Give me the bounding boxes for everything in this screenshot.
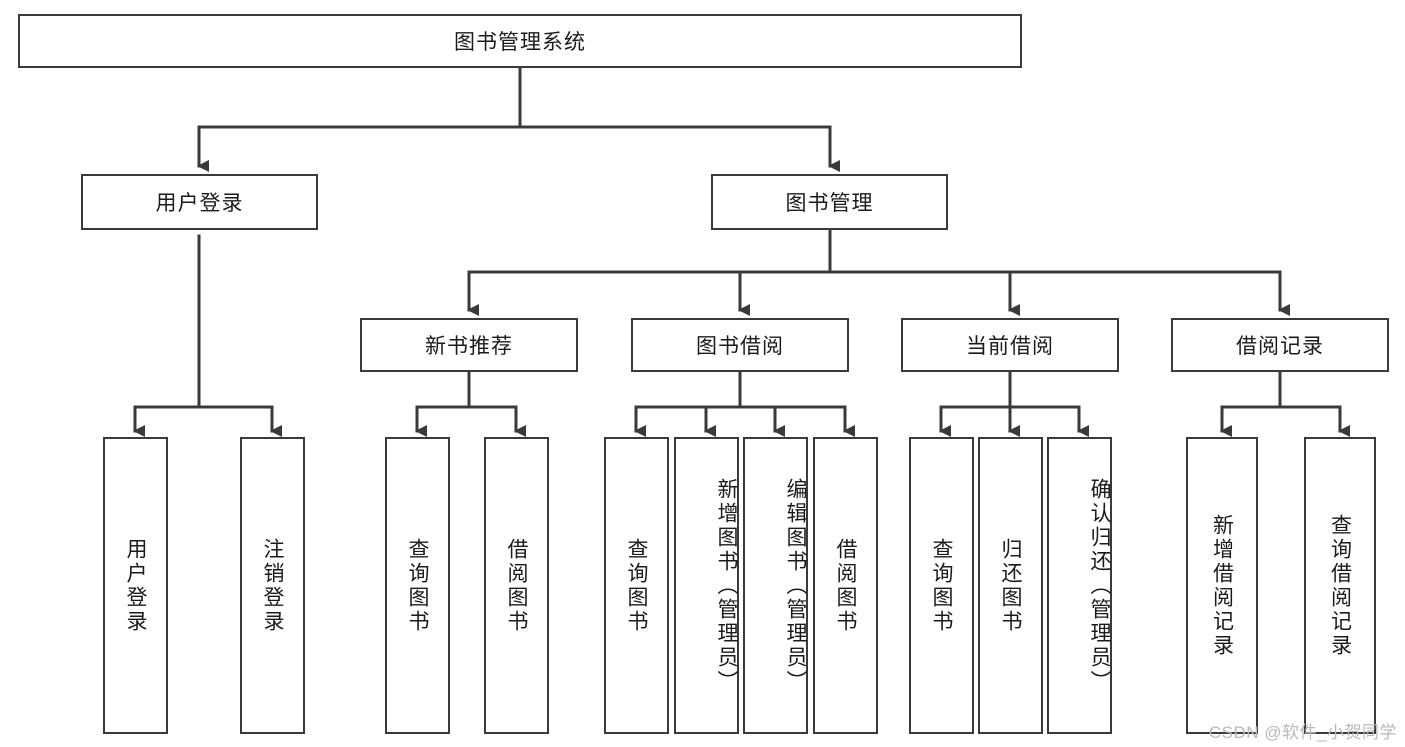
- node-borrow-record[interactable]: 借阅记录: [1171, 318, 1389, 372]
- leaf-user-login-signin[interactable]: 用户登录: [103, 437, 168, 734]
- leaf-current-query-book[interactable]: 查询图书: [909, 437, 974, 734]
- leaf-current-return-book[interactable]: 归还图书: [978, 437, 1043, 734]
- leaf-borrow-query-book[interactable]: 查询图书: [604, 437, 669, 734]
- leaf-new-book-query[interactable]: 查询图书: [385, 437, 450, 734]
- leaf-record-query-record[interactable]: 查询借阅记录: [1304, 437, 1376, 734]
- leaf-borrow-borrow-book[interactable]: 借阅图书: [813, 437, 878, 734]
- leaf-borrow-edit-book[interactable]: 编辑图书（管理员）: [743, 437, 808, 734]
- leaf-user-login-signout[interactable]: 注销登录: [240, 437, 305, 734]
- leaf-borrow-add-book[interactable]: 新增图书（管理员）: [674, 437, 739, 734]
- node-new-book-recommend[interactable]: 新书推荐: [360, 318, 578, 372]
- node-root-system[interactable]: 图书管理系统: [18, 14, 1022, 68]
- node-user-login[interactable]: 用户登录: [81, 174, 318, 230]
- leaf-new-book-borrow[interactable]: 借阅图书: [484, 437, 549, 734]
- node-current-borrow[interactable]: 当前借阅: [901, 318, 1119, 372]
- leaf-record-add-record[interactable]: 新增借阅记录: [1186, 437, 1258, 734]
- node-book-management[interactable]: 图书管理: [711, 174, 948, 230]
- watermark-text: CSDN @软件_小贺同学: [1208, 723, 1397, 742]
- leaf-current-confirm-return[interactable]: 确认归还（管理员）: [1047, 437, 1112, 734]
- node-book-borrow[interactable]: 图书借阅: [631, 318, 849, 372]
